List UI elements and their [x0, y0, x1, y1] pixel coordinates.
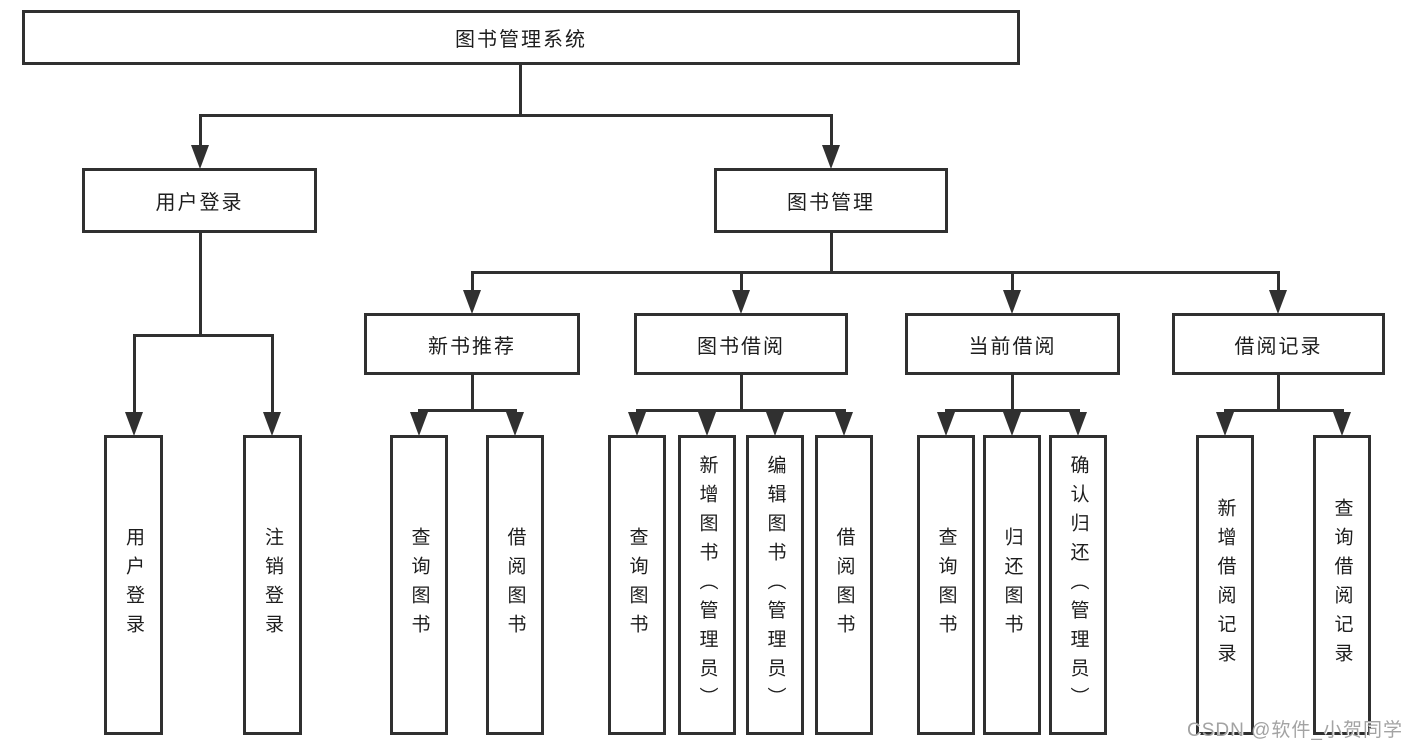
leaf-records-query-record: 查询借阅记录 [1313, 435, 1371, 735]
leaf-borrow-borrow-books: 借阅图书 [815, 435, 873, 735]
arrow-down-icon [1003, 412, 1021, 436]
connector-line [271, 334, 274, 414]
connector-line [830, 114, 833, 147]
leaf-borrow-query-books: 查询图书 [608, 435, 666, 735]
connector-line [199, 114, 202, 147]
leaf-records-add-record: 新增借阅记录 [1196, 435, 1254, 735]
arrow-down-icon [822, 145, 840, 169]
arrow-down-icon [125, 412, 143, 436]
leaf-recommend-borrow-books: 借阅图书 [486, 435, 544, 735]
leaf-logout: 注销登录 [243, 435, 302, 735]
leaf-borrow-edit-books-admin: 编辑图书（管理员） [746, 435, 804, 735]
connector-line [471, 375, 474, 412]
connector-line [133, 334, 274, 337]
arrow-down-icon [191, 145, 209, 169]
connector-line [1011, 271, 1014, 292]
arrow-down-icon [937, 412, 955, 436]
connector-line [1277, 375, 1280, 412]
connector-line [133, 334, 136, 414]
arrow-down-icon [1069, 412, 1087, 436]
leaf-current-confirm-return-admin: 确认归还（管理员） [1049, 435, 1107, 735]
csdn-watermark: CSDN @软件_小贺同学 [1187, 720, 1403, 741]
leaf-borrow-add-books-admin: 新增图书（管理员） [678, 435, 736, 735]
arrow-down-icon [263, 412, 281, 436]
leaf-current-return-books: 归还图书 [983, 435, 1041, 735]
connector-line [945, 409, 1080, 412]
node-borrowing-records: 借阅记录 [1172, 313, 1385, 375]
connector-line [199, 114, 833, 117]
arrow-down-icon [1269, 290, 1287, 314]
connector-line [1277, 271, 1280, 292]
connector-line [471, 271, 1280, 274]
arrow-down-icon [1333, 412, 1351, 436]
arrow-down-icon [835, 412, 853, 436]
connector-line [1011, 375, 1014, 412]
arrow-down-icon [506, 412, 524, 436]
connector-line [740, 271, 743, 292]
arrow-down-icon [766, 412, 784, 436]
connector-line [418, 409, 517, 412]
node-current-borrowing: 当前借阅 [905, 313, 1120, 375]
arrow-down-icon [463, 290, 481, 314]
arrow-down-icon [410, 412, 428, 436]
node-new-book-recommend: 新书推荐 [364, 313, 580, 375]
arrow-down-icon [628, 412, 646, 436]
leaf-recommend-query-books: 查询图书 [390, 435, 448, 735]
leaf-user-login: 用户登录 [104, 435, 163, 735]
connector-line [1224, 409, 1344, 412]
node-library-management-system: 图书管理系统 [22, 10, 1020, 65]
arrow-down-icon [698, 412, 716, 436]
connector-line [740, 375, 743, 412]
arrow-down-icon [1216, 412, 1234, 436]
connector-line [519, 65, 522, 117]
connector-line [636, 409, 846, 412]
connector-line [830, 233, 833, 274]
connector-line [199, 233, 202, 337]
node-book-borrowing: 图书借阅 [634, 313, 848, 375]
arrow-down-icon [732, 290, 750, 314]
node-book-management: 图书管理 [714, 168, 948, 233]
connector-line [471, 271, 474, 292]
arrow-down-icon [1003, 290, 1021, 314]
leaf-current-query-books: 查询图书 [917, 435, 975, 735]
node-user-login: 用户登录 [82, 168, 317, 233]
